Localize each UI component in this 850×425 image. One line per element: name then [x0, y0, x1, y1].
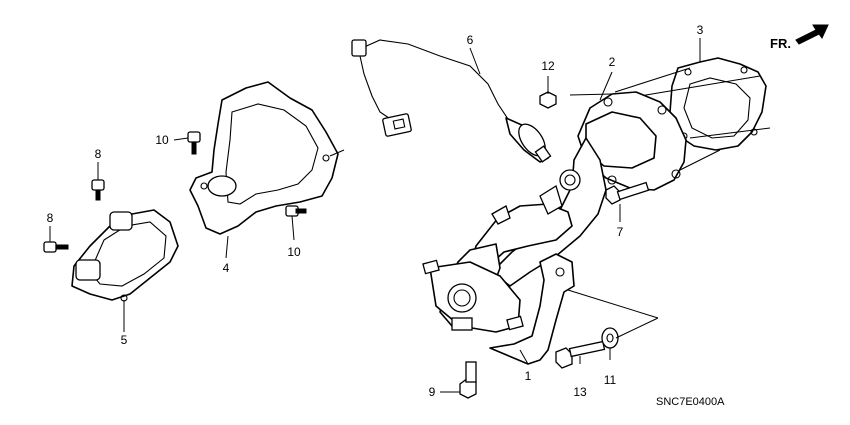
callout-1: 1	[525, 369, 532, 383]
front-direction-label: FR.	[770, 36, 791, 51]
part-7-bolt	[605, 181, 650, 205]
callout-labels: 1 2 3 4 5 6 7 8 8 9 10 10 11 12 13	[47, 23, 704, 399]
part-13-bolt	[555, 340, 606, 369]
callout-7: 7	[617, 225, 624, 239]
part-10-lower-bolt	[285, 205, 307, 217]
front-arrow-icon	[795, 24, 829, 45]
diagram-code: SNC7E0400A	[656, 396, 725, 408]
part-5-lower-heat-shield	[71, 209, 179, 302]
callout-11: 11	[604, 373, 617, 387]
callout-8-upper: 8	[95, 147, 102, 161]
leader-lines	[49, 38, 701, 393]
part-10-upper-bolt	[187, 131, 201, 155]
callout-2: 2	[609, 55, 616, 69]
part-9-bolt	[459, 361, 477, 399]
part-4-upper-heat-shield	[189, 81, 345, 235]
callout-4: 4	[223, 261, 230, 275]
callout-10-upper: 10	[155, 133, 169, 147]
callout-6: 6	[467, 33, 474, 47]
front-direction-indicator: FR.	[770, 24, 829, 51]
callout-8-lower: 8	[47, 211, 54, 225]
part-1-exhaust-pipe	[422, 184, 575, 365]
callout-10-lower: 10	[287, 245, 301, 259]
callout-12: 12	[541, 59, 555, 73]
part-6-oxygen-sensor	[351, 39, 552, 163]
part-8-upper-bolt	[91, 179, 105, 201]
callout-13: 13	[573, 385, 587, 399]
part-2-exhaust-manifold	[491, 91, 687, 287]
part-12-nut	[539, 91, 557, 109]
part-8-lower-bolt	[43, 241, 69, 253]
callout-9: 9	[429, 385, 436, 399]
part-11-washer	[601, 327, 619, 349]
callout-5: 5	[121, 333, 128, 347]
callout-3: 3	[697, 23, 704, 37]
